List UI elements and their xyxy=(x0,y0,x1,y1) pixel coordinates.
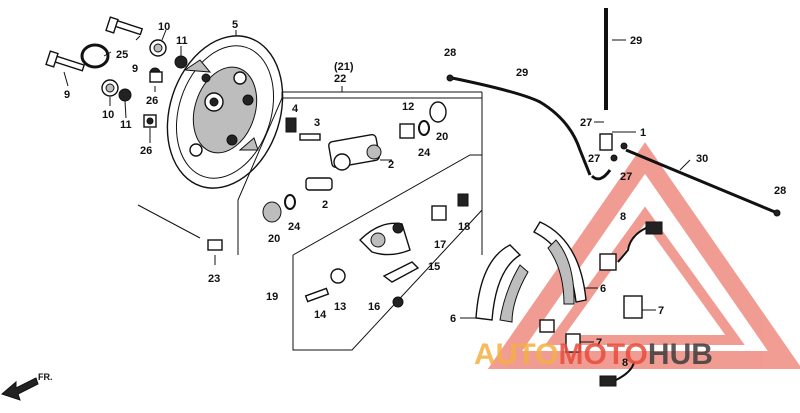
callout-14: 14 xyxy=(314,309,327,321)
callout-16: 16 xyxy=(368,301,380,313)
adjuster-bolt-lower xyxy=(45,43,157,128)
callout-27-left: 27 xyxy=(588,153,600,165)
callout-7-lower: 7 xyxy=(596,337,602,349)
callout-10-upper: 10 xyxy=(158,21,170,33)
callout-9-lower: 9 xyxy=(64,89,70,101)
callout-2-lower: 2 xyxy=(322,199,328,211)
watermark-part-2: MOTO xyxy=(558,338,647,371)
callout-18: 18 xyxy=(458,221,470,233)
leader-lines-right xyxy=(460,39,691,343)
callout-25: 25 xyxy=(116,49,128,61)
callout-20-upper: 20 xyxy=(436,131,448,143)
callout-20-lower: 20 xyxy=(268,233,280,245)
callout-17: 17 xyxy=(434,239,446,251)
callout-11-upper: 11 xyxy=(176,35,188,47)
callout-24-lower: 24 xyxy=(288,221,301,233)
adjuster-bolt-upper xyxy=(105,16,188,83)
callout-labels: 5 10 11 25 9 26 9 10 11 26 (21) 22 4 3 1… xyxy=(64,19,786,369)
callout-23: 23 xyxy=(208,273,220,285)
callout-1: 1 xyxy=(640,127,646,139)
callout-8-upper: 8 xyxy=(620,211,626,223)
callout-19: 19 xyxy=(266,291,278,303)
switch-parts xyxy=(565,221,663,387)
brake-panel xyxy=(166,35,284,189)
callout-3: 3 xyxy=(314,117,320,129)
callout-2-upper: 2 xyxy=(388,159,394,171)
bolt-23 xyxy=(137,204,223,265)
callout-5: 5 xyxy=(232,19,238,31)
callout-10-lower: 10 xyxy=(102,109,114,121)
callout-12: 12 xyxy=(402,101,414,113)
callout-26-upper: 26 xyxy=(146,95,158,107)
callout-22: 22 xyxy=(334,73,346,85)
callout-11-lower: 11 xyxy=(120,119,132,131)
front-direction-arrow: FR. xyxy=(1,372,53,401)
callout-28-right: 28 xyxy=(774,185,786,197)
brake-cables xyxy=(446,8,781,217)
front-label: FR. xyxy=(38,372,53,382)
callout-26-lower: 26 xyxy=(140,145,152,157)
callout-6-left: 6 xyxy=(450,313,456,325)
watermark-logo: AUTOMOTOHUB xyxy=(474,338,713,371)
callout-27-upper: 27 xyxy=(580,117,592,129)
callout-8-lower: 8 xyxy=(622,357,628,369)
callout-24-upper: 24 xyxy=(418,147,431,159)
callout-29-mid: 29 xyxy=(516,67,528,79)
callout-29-top: 29 xyxy=(630,35,642,47)
wheel-cylinder-box xyxy=(237,86,483,255)
callout-7-upper: 7 xyxy=(658,305,664,317)
callout-4: 4 xyxy=(292,103,299,115)
callout-27-right: 27 xyxy=(620,171,632,183)
leader-lines-left xyxy=(63,29,237,143)
brake-shoes xyxy=(475,221,587,333)
callout-28-left: 28 xyxy=(444,47,456,59)
lower-box xyxy=(292,154,483,351)
callout-6-right: 6 xyxy=(600,283,606,295)
callout-9-upper: 9 xyxy=(132,63,138,75)
callout-30: 30 xyxy=(696,153,708,165)
svg-text:AUTOMOTOHUB: AUTOMOTOHUB xyxy=(474,338,713,371)
callout-13: 13 xyxy=(334,301,346,313)
callout-15: 15 xyxy=(428,261,440,273)
callout-21: (21) xyxy=(334,61,354,73)
watermark-part-3: HUB xyxy=(648,338,713,371)
watermark-part-1: AUTO xyxy=(474,338,558,371)
